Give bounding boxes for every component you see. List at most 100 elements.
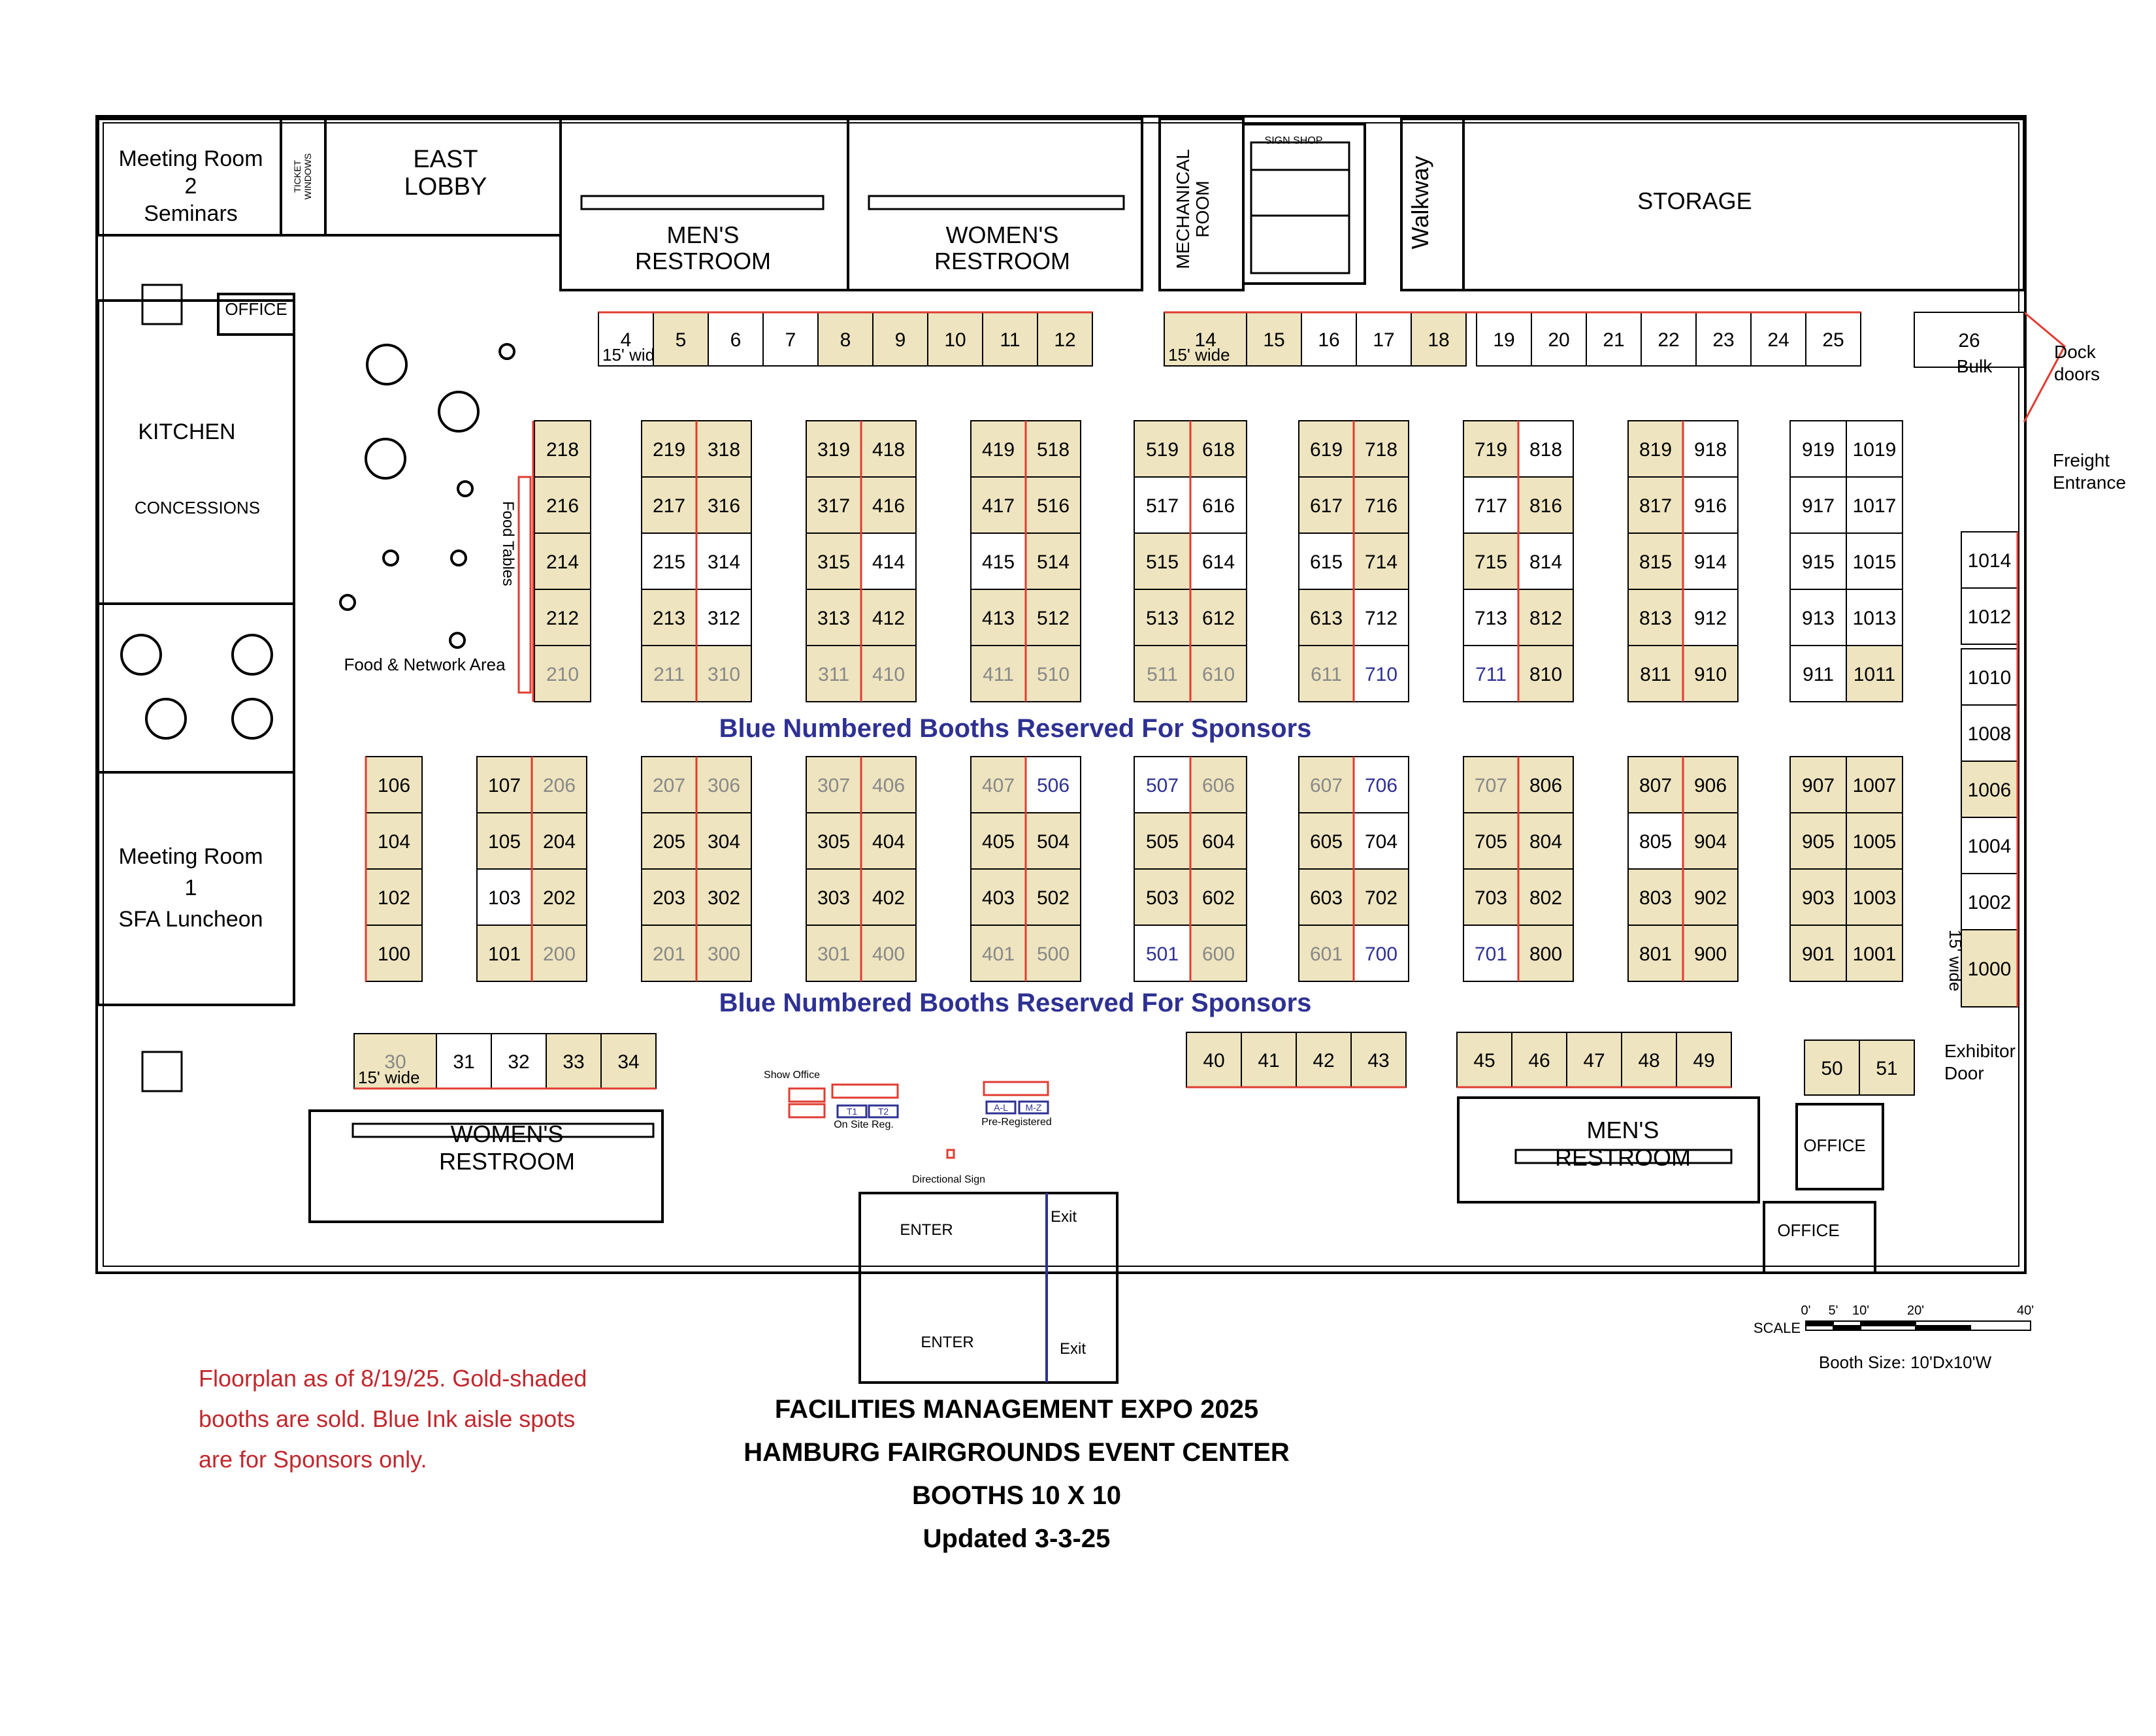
booth-612[interactable]: 612 (1190, 589, 1247, 646)
booth-303[interactable]: 303 (806, 868, 862, 926)
booth-910[interactable]: 910 (1682, 645, 1739, 702)
booth-1011[interactable]: 1011 (1846, 645, 1903, 702)
booth-417[interactable]: 417 (970, 476, 1026, 534)
booth-906[interactable]: 906 (1682, 756, 1739, 813)
booth-805[interactable]: 805 (1627, 812, 1684, 870)
booth-418[interactable]: 418 (860, 420, 917, 478)
booth-901[interactable]: 901 (1789, 925, 1847, 982)
booth-516[interactable]: 516 (1025, 476, 1081, 534)
booth-903[interactable]: 903 (1789, 868, 1847, 926)
booth-201[interactable]: 201 (641, 925, 697, 982)
booth-806[interactable]: 806 (1518, 756, 1574, 813)
booth-505[interactable]: 505 (1134, 812, 1191, 870)
booth-515[interactable]: 515 (1134, 532, 1191, 590)
booth-610[interactable]: 610 (1190, 645, 1247, 702)
booth-315[interactable]: 315 (806, 532, 862, 590)
booth-915[interactable]: 915 (1789, 532, 1847, 590)
booth-811[interactable]: 811 (1627, 645, 1684, 702)
booth-216[interactable]: 216 (534, 476, 591, 534)
booth-617[interactable]: 617 (1298, 476, 1354, 534)
booth-319[interactable]: 319 (806, 420, 862, 478)
booth-1012[interactable]: 1012 (1961, 587, 2018, 645)
booth-600[interactable]: 600 (1190, 925, 1247, 982)
booth-507[interactable]: 507 (1134, 756, 1191, 813)
booth-918[interactable]: 918 (1682, 420, 1739, 478)
booth-304[interactable]: 304 (696, 812, 752, 870)
booth-519[interactable]: 519 (1134, 420, 1191, 478)
booth-800[interactable]: 800 (1518, 925, 1574, 982)
booth-49[interactable]: 49 (1676, 1032, 1732, 1088)
booth-314[interactable]: 314 (696, 532, 752, 590)
booth-1006[interactable]: 1006 (1961, 761, 2018, 818)
booth-1007[interactable]: 1007 (1846, 756, 1903, 813)
booth-718[interactable]: 718 (1353, 420, 1409, 478)
booth-917[interactable]: 917 (1789, 476, 1847, 534)
booth-619[interactable]: 619 (1298, 420, 1354, 478)
booth-51[interactable]: 51 (1859, 1040, 1915, 1096)
booth-15[interactable]: 15 (1246, 312, 1302, 367)
booth-400[interactable]: 400 (860, 925, 917, 982)
booth-1003[interactable]: 1003 (1846, 868, 1903, 926)
booth-50[interactable]: 50 (1804, 1040, 1860, 1096)
booth-106[interactable]: 106 (365, 756, 423, 813)
booth-212[interactable]: 212 (534, 589, 591, 646)
booth-814[interactable]: 814 (1518, 532, 1574, 590)
booth-1004[interactable]: 1004 (1961, 817, 2018, 874)
booth-211[interactable]: 211 (641, 645, 697, 702)
booth-907[interactable]: 907 (1789, 756, 1847, 813)
booth-102[interactable]: 102 (365, 868, 423, 926)
booth-48[interactable]: 48 (1621, 1032, 1677, 1088)
booth-601[interactable]: 601 (1298, 925, 1354, 982)
booth-613[interactable]: 613 (1298, 589, 1354, 646)
booth-12[interactable]: 12 (1037, 312, 1093, 367)
booth-810[interactable]: 810 (1518, 645, 1574, 702)
booth-518[interactable]: 518 (1025, 420, 1081, 478)
booth-1017[interactable]: 1017 (1846, 476, 1903, 534)
booth-207[interactable]: 207 (641, 756, 697, 813)
booth-912[interactable]: 912 (1682, 589, 1739, 646)
booth-711[interactable]: 711 (1463, 645, 1519, 702)
booth-210[interactable]: 210 (534, 645, 591, 702)
booth-717[interactable]: 717 (1463, 476, 1519, 534)
booth-406[interactable]: 406 (860, 756, 917, 813)
booth-1013[interactable]: 1013 (1846, 589, 1903, 646)
booth-914[interactable]: 914 (1682, 532, 1739, 590)
booth-311[interactable]: 311 (806, 645, 862, 702)
booth-219[interactable]: 219 (641, 420, 697, 478)
booth-405[interactable]: 405 (970, 812, 1026, 870)
booth-705[interactable]: 705 (1463, 812, 1519, 870)
booth-305[interactable]: 305 (806, 812, 862, 870)
booth-1015[interactable]: 1015 (1846, 532, 1903, 590)
booth-804[interactable]: 804 (1518, 812, 1574, 870)
booth-17[interactable]: 17 (1356, 312, 1412, 367)
booth-919[interactable]: 919 (1789, 420, 1847, 478)
booth-616[interactable]: 616 (1190, 476, 1247, 534)
booth-419[interactable]: 419 (970, 420, 1026, 478)
booth-415[interactable]: 415 (970, 532, 1026, 590)
booth-206[interactable]: 206 (531, 756, 587, 813)
booth-11[interactable]: 11 (982, 312, 1038, 367)
booth-1005[interactable]: 1005 (1846, 812, 1903, 870)
booth-702[interactable]: 702 (1353, 868, 1409, 926)
booth-34[interactable]: 34 (600, 1033, 657, 1089)
booth-100[interactable]: 100 (365, 925, 423, 982)
booth-512[interactable]: 512 (1025, 589, 1081, 646)
booth-817[interactable]: 817 (1627, 476, 1684, 534)
booth-310[interactable]: 310 (696, 645, 752, 702)
booth-200[interactable]: 200 (531, 925, 587, 982)
booth-1002[interactable]: 1002 (1961, 873, 2018, 930)
booth-607[interactable]: 607 (1298, 756, 1354, 813)
booth-707[interactable]: 707 (1463, 756, 1519, 813)
booth-1010[interactable]: 1010 (1961, 648, 2018, 706)
booth-203[interactable]: 203 (641, 868, 697, 926)
booth-103[interactable]: 103 (476, 868, 532, 926)
booth-902[interactable]: 902 (1682, 868, 1739, 926)
booth-801[interactable]: 801 (1627, 925, 1684, 982)
booth-916[interactable]: 916 (1682, 476, 1739, 534)
booth-517[interactable]: 517 (1134, 476, 1191, 534)
booth-22[interactable]: 22 (1641, 312, 1697, 367)
booth-513[interactable]: 513 (1134, 589, 1191, 646)
booth-105[interactable]: 105 (476, 812, 532, 870)
booth-16[interactable]: 16 (1301, 312, 1357, 367)
booth-43[interactable]: 43 (1350, 1032, 1407, 1088)
